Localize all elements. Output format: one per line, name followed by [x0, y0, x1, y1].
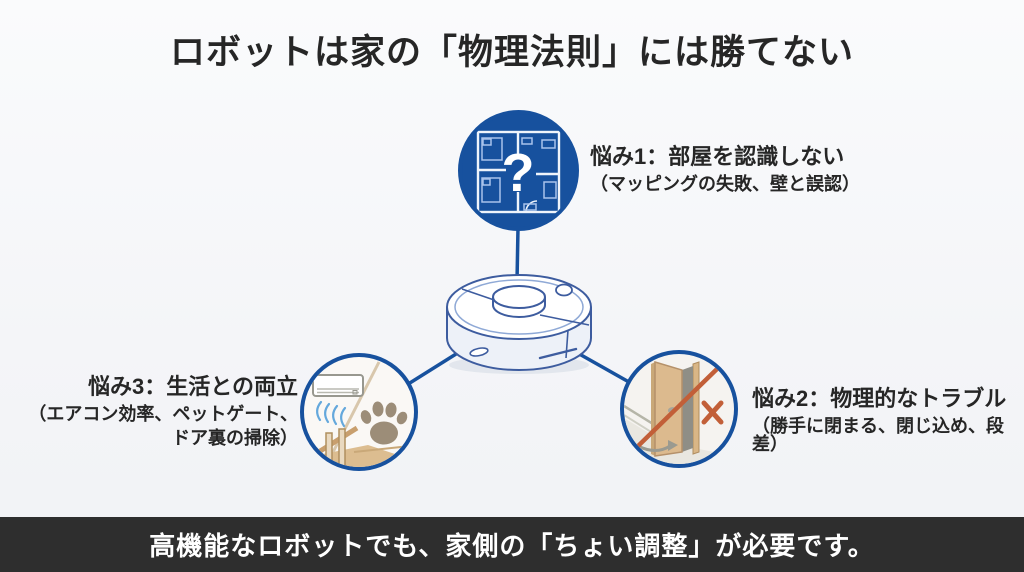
- paw-print-icon: [360, 401, 408, 445]
- robot-button: [555, 283, 573, 297]
- problem1-circle: ?: [458, 110, 579, 231]
- problem2-detail: （勝手に閉まる、閉じ込め、段差）: [752, 416, 1004, 454]
- aircon-icon: [312, 374, 364, 397]
- floorplan-walls: [476, 130, 561, 214]
- problem2-circle: [620, 350, 738, 468]
- robot-vacuum-illustration: [446, 274, 592, 374]
- slash-icon: [633, 365, 721, 451]
- question-mark: ?: [502, 143, 535, 203]
- problem1-detail: （マッピングの失敗、壁と誤認）: [590, 174, 860, 194]
- problem3-detail-line2: ドア裏の掃除）: [172, 428, 298, 448]
- swing-arrow-icon: [637, 440, 678, 452]
- floorplan-question-icon: ?: [476, 130, 561, 214]
- problem3-detail-line1: （エアコン効率、ペットゲート、: [28, 404, 298, 424]
- problem2-heading: 悩み2：物理的なトラブル: [752, 386, 1007, 411]
- problem3-note: 悩み3：生活との両立 （エアコン効率、ペットゲート、 ドア裏の掃除）: [18, 376, 298, 453]
- page-title: ロボットは家の「物理法則」には勝てない: [169, 33, 854, 72]
- problem3-circle: [300, 353, 418, 471]
- connector-right: [573, 349, 637, 388]
- airflow-icon: [316, 400, 347, 428]
- door-blocked-icon: [624, 360, 734, 464]
- diagonal-divider: [326, 361, 381, 463]
- problem3-heading: 悩み3：生活との両立: [87, 374, 298, 399]
- pet-gate-icon: [315, 425, 359, 467]
- floorplan-furniture: [481, 137, 557, 211]
- connector-top: [515, 227, 520, 283]
- x-mark-icon: [701, 400, 724, 425]
- connector-left: [404, 347, 465, 388]
- aircon-petgate-paw-icon: [308, 361, 411, 467]
- baseboard-line: [353, 445, 411, 453]
- footer-text: 高機能なロボットでも、家側の「ちょい調整」が必要です。: [149, 531, 875, 561]
- problem2-note: 悩み2：物理的なトラブル （勝手に閉まる、閉じ込め、段差）: [752, 388, 1024, 459]
- problem1-note: 悩み1：部屋を認識しない （マッピングの失敗、壁と誤認）: [590, 146, 860, 199]
- footer-banner: 高機能なロボットでも、家側の「ちょい調整」が必要です。: [0, 517, 1024, 572]
- robot-lidar-turret: [492, 285, 546, 318]
- problem1-heading: 悩み1：部屋を認識しない: [590, 144, 845, 169]
